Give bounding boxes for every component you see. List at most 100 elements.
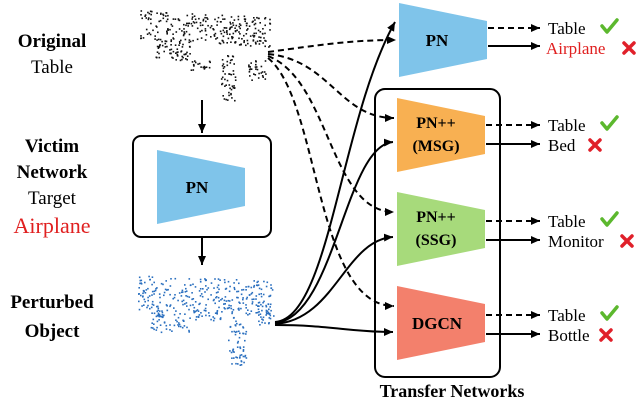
- point: [166, 30, 168, 33]
- point: [244, 354, 247, 357]
- point: [148, 12, 151, 15]
- point: [185, 290, 188, 292]
- point: [212, 319, 215, 322]
- point: [223, 307, 226, 309]
- point: [203, 65, 206, 68]
- point: [212, 28, 214, 30]
- point: [238, 301, 240, 304]
- solid-arrow-to-dgcn: [274, 324, 394, 336]
- point: [239, 33, 241, 35]
- point: [176, 48, 179, 50]
- point: [195, 316, 198, 318]
- point: [164, 46, 167, 48]
- point: [222, 18, 224, 20]
- point: [229, 87, 231, 90]
- point: [154, 35, 156, 37]
- point: [215, 296, 218, 298]
- point: [178, 325, 180, 328]
- point: [233, 316, 235, 319]
- point: [147, 11, 149, 14]
- point: [214, 278, 216, 280]
- point: [179, 325, 182, 328]
- point: [172, 38, 175, 40]
- point: [191, 16, 194, 18]
- point: [191, 61, 194, 63]
- point: [252, 20, 254, 23]
- point: [224, 85, 226, 87]
- point: [224, 281, 226, 284]
- point: [208, 66, 211, 69]
- point: [248, 313, 251, 315]
- point: [142, 37, 145, 39]
- point: [184, 291, 187, 293]
- point: [166, 289, 168, 291]
- point: [151, 276, 154, 278]
- point: [248, 25, 251, 27]
- point: [245, 22, 248, 25]
- point: [268, 308, 270, 311]
- point: [194, 61, 197, 64]
- point: [217, 16, 220, 19]
- point: [259, 313, 262, 315]
- point: [229, 285, 231, 288]
- solid-arrow-to-msg: [274, 138, 394, 324]
- point: [239, 357, 241, 359]
- point: [206, 17, 208, 19]
- point: [154, 289, 157, 292]
- point: [236, 356, 239, 359]
- point: [219, 30, 222, 33]
- point: [205, 304, 207, 306]
- point: [147, 18, 150, 21]
- point: [173, 296, 176, 299]
- point: [249, 66, 251, 68]
- point: [242, 326, 244, 328]
- point: [172, 57, 174, 59]
- point: [151, 290, 154, 293]
- point: [232, 350, 234, 353]
- point: [172, 297, 174, 300]
- point: [161, 310, 163, 312]
- point: [212, 299, 215, 302]
- point: [231, 37, 233, 40]
- point: [150, 326, 153, 329]
- point: [247, 314, 249, 316]
- point: [162, 13, 164, 16]
- point: [198, 17, 200, 20]
- point: [186, 295, 189, 298]
- point: [157, 47, 160, 49]
- point: [188, 39, 191, 41]
- point: [231, 85, 234, 87]
- point: [215, 38, 217, 40]
- point: [256, 40, 259, 43]
- point: [247, 42, 249, 45]
- point: [263, 71, 266, 73]
- point: [146, 306, 148, 309]
- original-subtitle: Table: [31, 57, 73, 78]
- point: [262, 319, 264, 321]
- point: [145, 289, 148, 291]
- point: [192, 283, 194, 286]
- point: [258, 72, 260, 75]
- point: [193, 64, 195, 66]
- point: [155, 329, 158, 331]
- point: [170, 23, 173, 26]
- point: [161, 311, 164, 314]
- point: [239, 332, 241, 335]
- point: [238, 282, 240, 285]
- point: [214, 302, 216, 305]
- point: [178, 40, 181, 43]
- point: [239, 323, 242, 326]
- point: [262, 293, 265, 296]
- point: [238, 323, 241, 326]
- point: [264, 17, 266, 20]
- point: [191, 18, 193, 20]
- point: [220, 32, 223, 35]
- pred-ssg-clean: Table: [548, 212, 586, 231]
- point: [205, 285, 207, 287]
- point: [165, 15, 167, 17]
- point: [159, 324, 162, 326]
- point: [253, 17, 255, 19]
- point: [204, 16, 206, 19]
- point: [260, 36, 262, 39]
